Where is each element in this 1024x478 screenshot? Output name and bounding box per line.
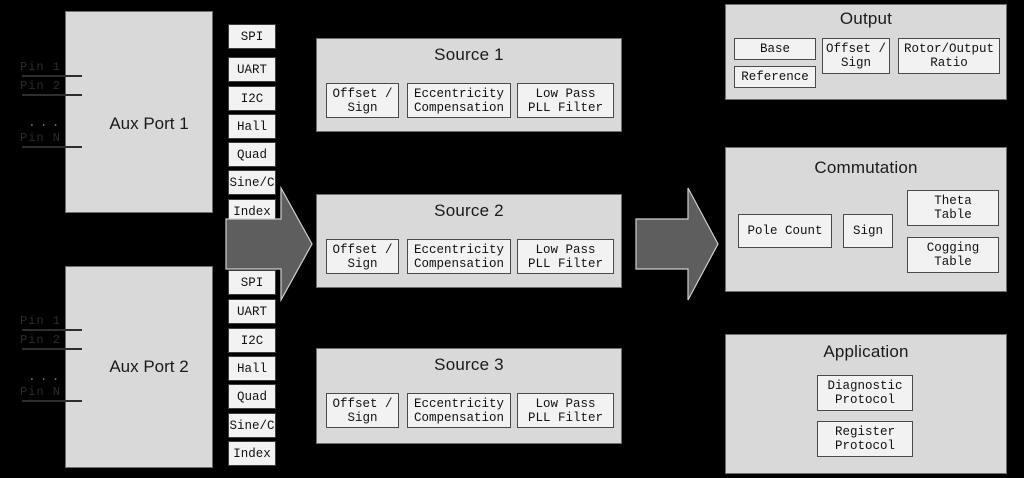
output-panel: Output Base Reference Offset / Sign Roto… — [725, 4, 1007, 100]
source-2-eccentricity[interactable]: Eccentricity Compensation — [407, 239, 511, 274]
aux-port-1-protocol-spi[interactable]: SPI — [228, 24, 276, 49]
application-panel: Application Diagnostic Protocol Register… — [725, 334, 1007, 474]
application-diagnostic-protocol[interactable]: Diagnostic Protocol — [817, 375, 913, 411]
application-register-protocol[interactable]: Register Protocol — [817, 421, 913, 457]
output-title: Output — [839, 9, 893, 28]
aux-port-2-pin-1-lead — [22, 329, 82, 331]
aux-port-1-panel: Aux Port 1 SPI UART I2C Hall Quad Sine/C… — [65, 11, 276, 224]
aux-port-1-protocol-uart[interactable]: UART — [228, 57, 276, 82]
aux-port-2-protocol-sine-c[interactable]: Sine/C — [228, 413, 276, 438]
source-2-offset-sign[interactable]: Offset / Sign — [326, 239, 399, 274]
aux-port-2-pin-n: Pin N — [20, 385, 62, 399]
source-1-panel: Source 1 Offset / Sign Eccentricity Comp… — [316, 38, 622, 132]
source-3-offset-sign[interactable]: Offset / Sign — [326, 393, 399, 428]
aux-port-2-protocol-quad[interactable]: Quad — [228, 384, 276, 409]
aux-port-1-pin-2-lead — [22, 94, 82, 96]
commutation-theta-table[interactable]: Theta Table — [907, 190, 999, 226]
source-3-title: Source 3 — [434, 355, 504, 374]
aux-port-1-pin-n-lead — [22, 146, 82, 148]
aux-port-1-protocol-quad[interactable]: Quad — [228, 142, 276, 167]
source-3-low-pass-pll[interactable]: Low Pass PLL Filter — [517, 393, 614, 428]
aux-port-2-protocol-hall[interactable]: Hall — [228, 356, 276, 381]
aux-port-2-protocol-spi[interactable]: SPI — [228, 270, 276, 295]
output-base[interactable]: Base — [734, 38, 816, 60]
aux-port-1-pin-1: Pin 1 — [20, 60, 62, 74]
commutation-cogging-table[interactable]: Cogging Table — [907, 237, 999, 273]
source-2-low-pass-pll[interactable]: Low Pass PLL Filter — [517, 239, 614, 274]
output-offset-sign[interactable]: Offset / Sign — [822, 38, 890, 74]
source-1-low-pass-pll[interactable]: Low Pass PLL Filter — [517, 83, 614, 118]
source-2-panel: Source 2 Offset / Sign Eccentricity Comp… — [316, 194, 622, 288]
aux-port-2-pin-n-lead — [22, 400, 82, 402]
commutation-sign[interactable]: Sign — [843, 214, 893, 248]
source-3-eccentricity[interactable]: Eccentricity Compensation — [407, 393, 511, 428]
aux-port-1-label: Aux Port 1 — [109, 114, 189, 133]
aux-port-2-protocol-index[interactable]: Index — [228, 441, 276, 466]
aux-port-2-label: Aux Port 2 — [109, 357, 189, 376]
aux-port-2-pin-2: Pin 2 — [20, 333, 62, 347]
source-3-panel: Source 3 Offset / Sign Eccentricity Comp… — [316, 348, 622, 444]
commutation-title: Commutation — [814, 158, 918, 177]
aux-port-1-pin-2: Pin 2 — [20, 79, 62, 93]
aux-port-2-protocol-uart[interactable]: UART — [228, 299, 276, 324]
aux-port-1-protocol-i2c[interactable]: I2C — [228, 86, 276, 111]
output-rotor-output-ratio[interactable]: Rotor/Output Ratio — [898, 38, 1000, 74]
aux-port-1-pin-1-lead — [22, 75, 82, 77]
aux-port-2-pin-ellipsis: ... — [28, 369, 64, 384]
commutation-panel: Commutation Pole Count Sign Theta Table … — [725, 147, 1007, 292]
aux-port-1-protocol-hall[interactable]: Hall — [228, 114, 276, 139]
source-1-title: Source 1 — [434, 45, 504, 64]
aux-port-1-pin-ellipsis: ... — [28, 115, 64, 130]
aux-port-2-protocol-i2c[interactable]: I2C — [228, 328, 276, 353]
aux-to-source-arrow — [224, 186, 314, 302]
source-to-consumer-arrow — [634, 186, 720, 302]
aux-port-1-pin-n: Pin N — [20, 131, 62, 145]
aux-port-2-pin-1: Pin 1 — [20, 314, 62, 328]
source-1-offset-sign[interactable]: Offset / Sign — [326, 83, 399, 118]
commutation-pole-count[interactable]: Pole Count — [738, 214, 832, 248]
source-2-title: Source 2 — [434, 201, 504, 220]
aux-port-2-panel: Aux Port 2 SPI UART I2C Hall Quad Sine/C… — [65, 266, 276, 468]
source-1-eccentricity[interactable]: Eccentricity Compensation — [407, 83, 511, 118]
aux-port-2-pin-2-lead — [22, 348, 82, 350]
application-title: Application — [823, 342, 909, 361]
output-reference[interactable]: Reference — [734, 66, 816, 88]
aux-port-1-protocol-sine-c[interactable]: Sine/C — [228, 170, 276, 195]
